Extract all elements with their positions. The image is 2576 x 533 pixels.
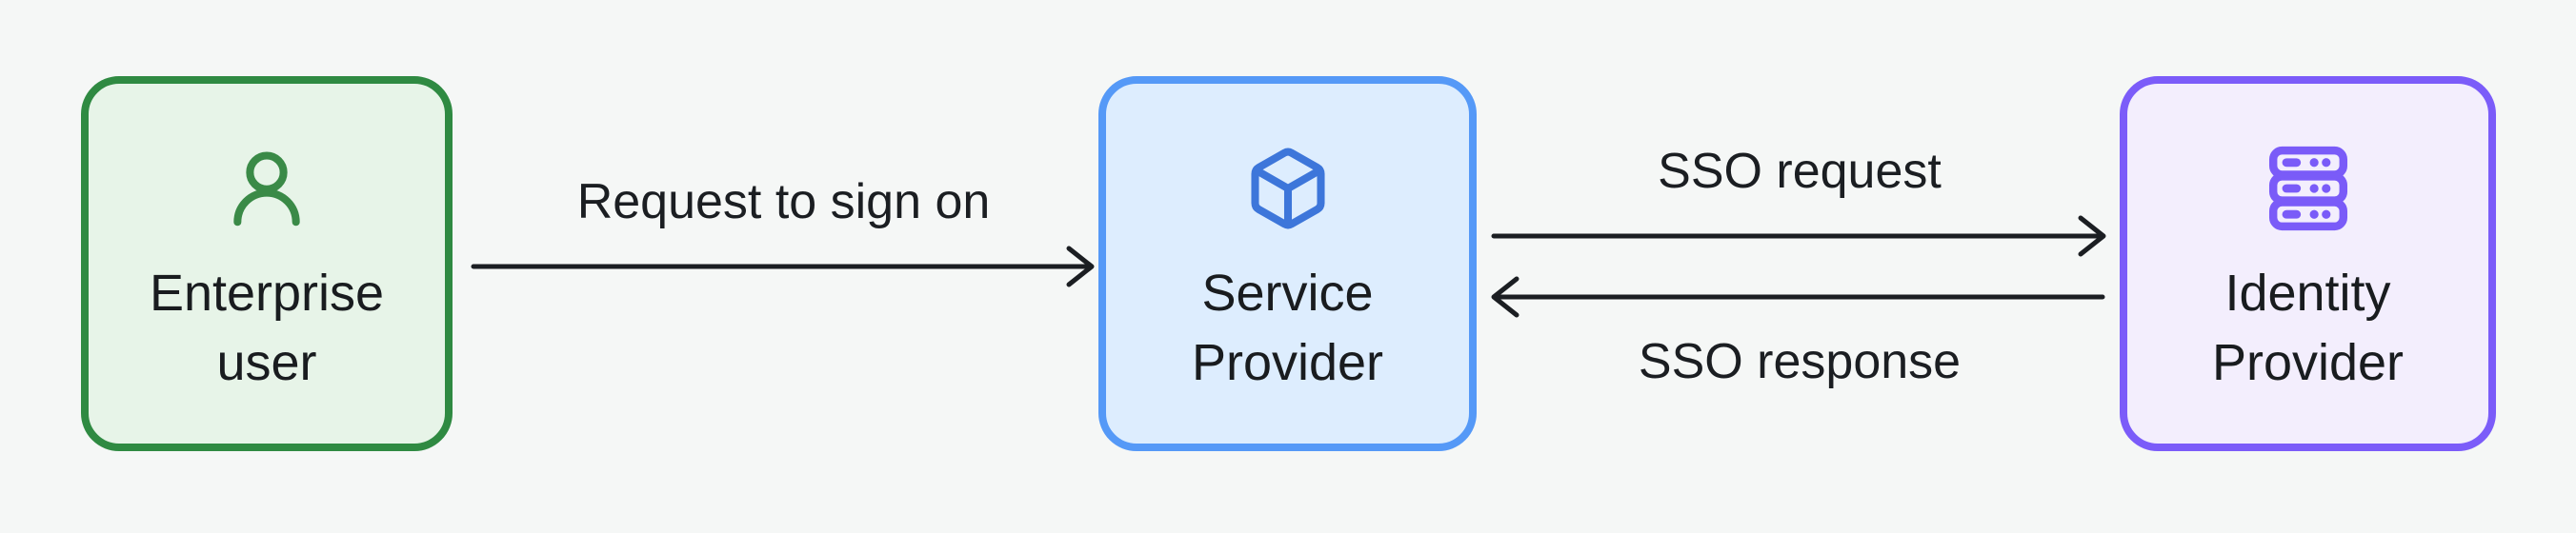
arrow-sso-response [1491, 276, 2105, 318]
edge-label-sso-response: SSO response [1638, 334, 1962, 389]
node-identity-provider: Identity Provider [2120, 76, 2496, 451]
node-label-identity-provider: Identity Provider [2211, 265, 2405, 391]
server-icon [2264, 145, 2352, 232]
edge-label-request-to-sign-on: Request to sign on [576, 174, 991, 229]
cube-icon [1244, 145, 1332, 232]
node-service-provider: Service Provider [1098, 76, 1477, 451]
edge-label-sso-request: SSO request [1658, 144, 1942, 199]
node-label-service-provider: Service Provider [1191, 265, 1384, 391]
node-label-enterprise-user: Enterprise user [149, 265, 385, 391]
arrow-sso-request [1491, 215, 2106, 257]
node-enterprise-user: Enterprise user [81, 76, 453, 451]
arrow-request-to-sign-on [471, 246, 1095, 287]
user-icon [223, 145, 311, 232]
